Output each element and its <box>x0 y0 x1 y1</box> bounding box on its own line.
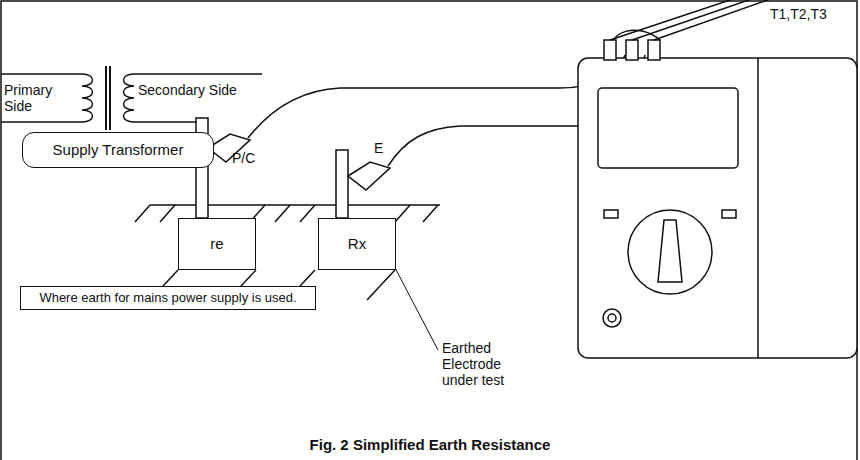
electrode-box: Rx <box>318 218 396 270</box>
leader-line <box>392 262 438 350</box>
figure-caption: Fig. 2 Simplified Earth Resistance <box>0 436 860 453</box>
transformer-box: Supply Transformer <box>22 132 214 168</box>
electrode-post <box>196 118 348 218</box>
node-text: re <box>210 235 223 252</box>
earth-tester <box>578 0 857 358</box>
part-label: Primary Side <box>4 82 76 114</box>
part-label: Secondary Side <box>138 82 238 98</box>
part-label: E <box>374 140 383 156</box>
transformer-symbol <box>1 66 262 130</box>
electrode-box: re <box>178 218 256 270</box>
node-text: Supply Transformer <box>53 141 184 158</box>
node-text: Rx <box>348 235 366 252</box>
test-clip <box>208 134 390 190</box>
part-label: P/C <box>232 150 255 166</box>
part-label: Earthed Electrode under test <box>442 340 538 388</box>
node-text: Where earth for mains power supply is us… <box>39 291 296 306</box>
part-label: T1,T2,T3 <box>770 6 827 22</box>
note-box: Where earth for mains power supply is us… <box>20 286 316 310</box>
